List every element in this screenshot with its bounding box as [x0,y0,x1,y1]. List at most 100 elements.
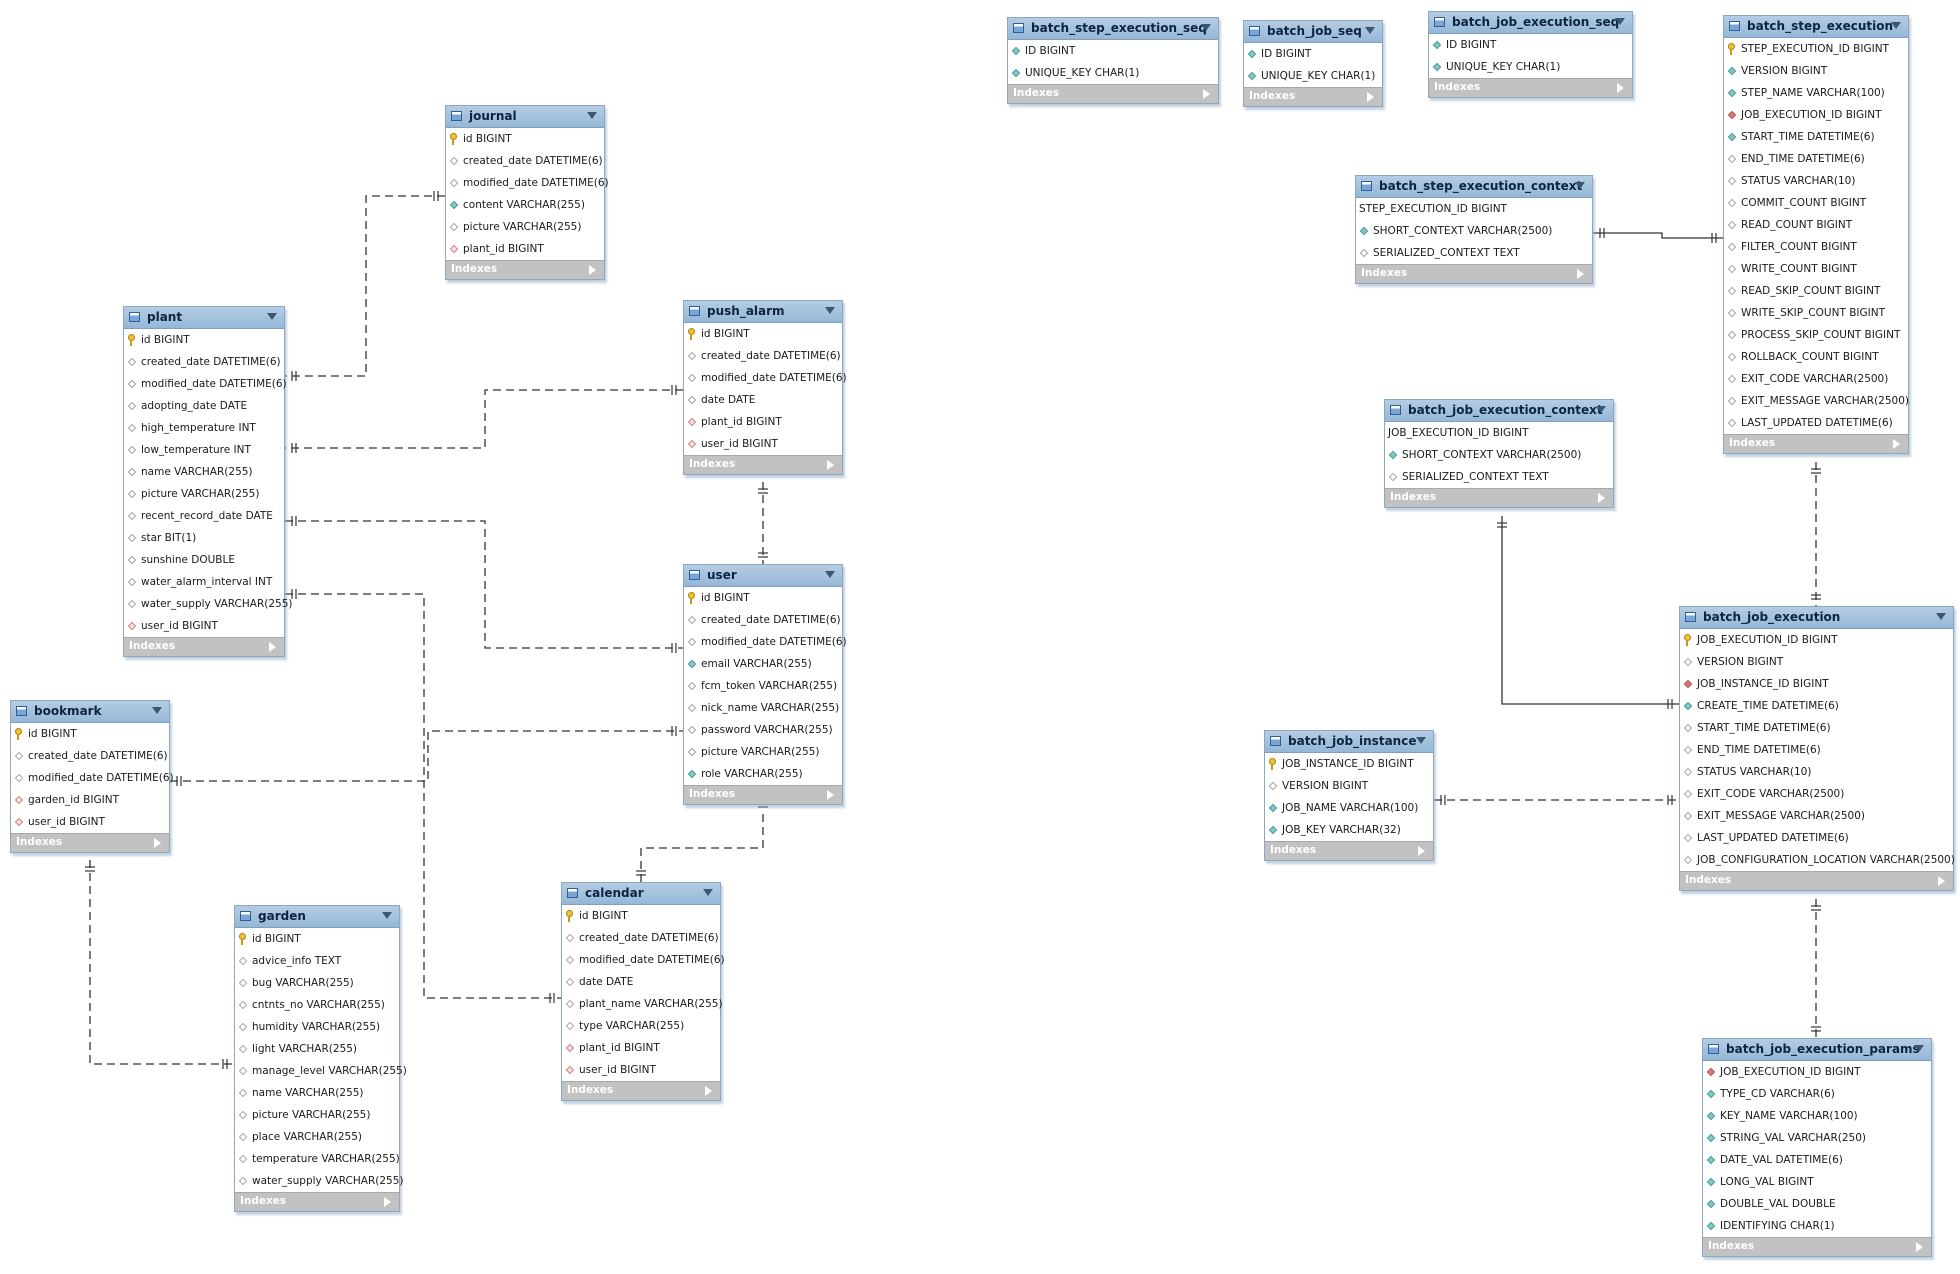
collapse-arrow-icon[interactable] [382,912,392,919]
column-row[interactable]: password VARCHAR(255) [684,719,842,741]
expand-arrow-icon[interactable] [384,1197,391,1207]
column-row[interactable]: JOB_EXECUTION_ID BIGINT [1385,422,1613,444]
column-row[interactable]: VERSION BIGINT [1724,60,1908,82]
collapse-arrow-icon[interactable] [1365,27,1375,34]
column-row[interactable]: STEP_EXECUTION_ID BIGINT [1356,198,1592,220]
column-row[interactable]: content VARCHAR(255) [446,194,604,216]
column-row[interactable]: user_id BIGINT [124,615,284,637]
collapse-arrow-icon[interactable] [1596,406,1606,413]
column-row[interactable]: EXIT_MESSAGE VARCHAR(2500) [1680,805,1953,827]
column-row[interactable]: END_TIME DATETIME(6) [1724,148,1908,170]
column-row[interactable]: garden_id BIGINT [11,789,169,811]
column-row[interactable]: plant_id BIGINT [562,1037,720,1059]
table-header[interactable]: batch_step_execution [1724,16,1908,38]
column-row[interactable]: created_date DATETIME(6) [11,745,169,767]
indexes-section[interactable]: Indexes [684,785,842,804]
collapse-arrow-icon[interactable] [1575,182,1585,189]
column-row[interactable]: id BIGINT [124,329,284,351]
column-row[interactable]: date DATE [562,971,720,993]
column-row[interactable]: JOB_INSTANCE_ID BIGINT [1265,753,1433,775]
column-row[interactable]: STATUS VARCHAR(10) [1724,170,1908,192]
column-row[interactable]: WRITE_COUNT BIGINT [1724,258,1908,280]
column-row[interactable]: user_id BIGINT [11,811,169,833]
table-header[interactable]: batch_job_execution_params [1703,1039,1931,1061]
indexes-section[interactable]: Indexes [562,1081,720,1100]
column-row[interactable]: created_date DATETIME(6) [446,150,604,172]
column-row[interactable]: cntnts_no VARCHAR(255) [235,994,399,1016]
column-row[interactable]: UNIQUE_KEY CHAR(1) [1008,62,1218,84]
column-row[interactable]: LAST_UPDATED DATETIME(6) [1680,827,1953,849]
column-row[interactable]: DOUBLE_VAL DOUBLE [1703,1193,1931,1215]
column-row[interactable]: STATUS VARCHAR(10) [1680,761,1953,783]
column-row[interactable]: plant_id BIGINT [446,238,604,260]
expand-arrow-icon[interactable] [705,1086,712,1096]
column-row[interactable]: manage_level VARCHAR(255) [235,1060,407,1082]
column-row[interactable]: high_temperature INT [124,417,284,439]
column-row[interactable]: user_id BIGINT [562,1059,720,1081]
relationship-line-bookmark-to-garden[interactable] [89,860,234,1065]
column-row[interactable]: sunshine DOUBLE [124,549,284,571]
indexes-section[interactable]: Indexes [1244,87,1382,106]
column-row[interactable]: id BIGINT [684,587,842,609]
column-row[interactable]: LONG_VAL BIGINT [1703,1171,1931,1193]
table-header[interactable]: batch_job_execution_context [1385,400,1613,422]
column-row[interactable]: plant_name VARCHAR(255) [562,993,723,1015]
table-header[interactable]: batch_job_seq [1244,21,1382,43]
column-row[interactable]: name VARCHAR(255) [124,461,284,483]
column-row[interactable]: PROCESS_SKIP_COUNT BIGINT [1724,324,1908,346]
indexes-section[interactable]: Indexes [124,637,284,656]
column-row[interactable]: READ_SKIP_COUNT BIGINT [1724,280,1908,302]
column-row[interactable]: WRITE_SKIP_COUNT BIGINT [1724,302,1908,324]
indexes-section[interactable]: Indexes [684,455,842,474]
column-row[interactable]: advice_info TEXT [235,950,399,972]
expand-arrow-icon[interactable] [589,265,596,275]
column-row[interactable]: CREATE_TIME DATETIME(6) [1680,695,1953,717]
collapse-arrow-icon[interactable] [267,313,277,320]
column-row[interactable]: picture VARCHAR(255) [684,741,842,763]
collapse-arrow-icon[interactable] [1936,613,1946,620]
expand-arrow-icon[interactable] [1598,493,1605,503]
expand-arrow-icon[interactable] [827,460,834,470]
table-header[interactable]: batch_step_execution_context [1356,176,1592,198]
column-row[interactable]: picture VARCHAR(255) [235,1104,399,1126]
collapse-arrow-icon[interactable] [1615,18,1625,25]
table-header[interactable]: garden [235,906,399,928]
column-row[interactable]: name VARCHAR(255) [235,1082,399,1104]
column-row[interactable]: ROLLBACK_COUNT BIGINT [1724,346,1908,368]
column-row[interactable]: temperature VARCHAR(255) [235,1148,400,1170]
column-row[interactable]: nick_name VARCHAR(255) [684,697,842,719]
indexes-section[interactable]: Indexes [235,1192,399,1211]
indexes-section[interactable]: Indexes [1265,841,1433,860]
indexes-section[interactable]: Indexes [11,833,169,852]
column-row[interactable]: modified_date DATETIME(6) [124,373,287,395]
table-header[interactable]: batch_job_execution_seq [1429,12,1632,34]
column-row[interactable]: EXIT_CODE VARCHAR(2500) [1680,783,1953,805]
column-row[interactable]: ID BIGINT [1429,34,1632,56]
table-header[interactable]: batch_step_execution_seq [1008,18,1218,40]
table-header[interactable]: bookmark [11,701,169,723]
column-row[interactable]: light VARCHAR(255) [235,1038,399,1060]
expand-arrow-icon[interactable] [269,642,276,652]
collapse-arrow-icon[interactable] [152,707,162,714]
column-row[interactable]: START_TIME DATETIME(6) [1724,126,1908,148]
column-row[interactable]: EXIT_CODE VARCHAR(2500) [1724,368,1908,390]
column-row[interactable]: UNIQUE_KEY CHAR(1) [1429,56,1632,78]
column-row[interactable]: type VARCHAR(255) [562,1015,720,1037]
column-row[interactable]: id BIGINT [11,723,169,745]
column-row[interactable]: modified_date DATETIME(6) [684,631,847,653]
column-row[interactable]: adopting_date DATE [124,395,284,417]
column-row[interactable]: JOB_KEY VARCHAR(32) [1265,819,1433,841]
column-row[interactable]: START_TIME DATETIME(6) [1680,717,1953,739]
expand-arrow-icon[interactable] [1577,269,1584,279]
column-row[interactable]: water_alarm_interval INT [124,571,284,593]
column-row[interactable]: SHORT_CONTEXT VARCHAR(2500) [1385,444,1613,466]
